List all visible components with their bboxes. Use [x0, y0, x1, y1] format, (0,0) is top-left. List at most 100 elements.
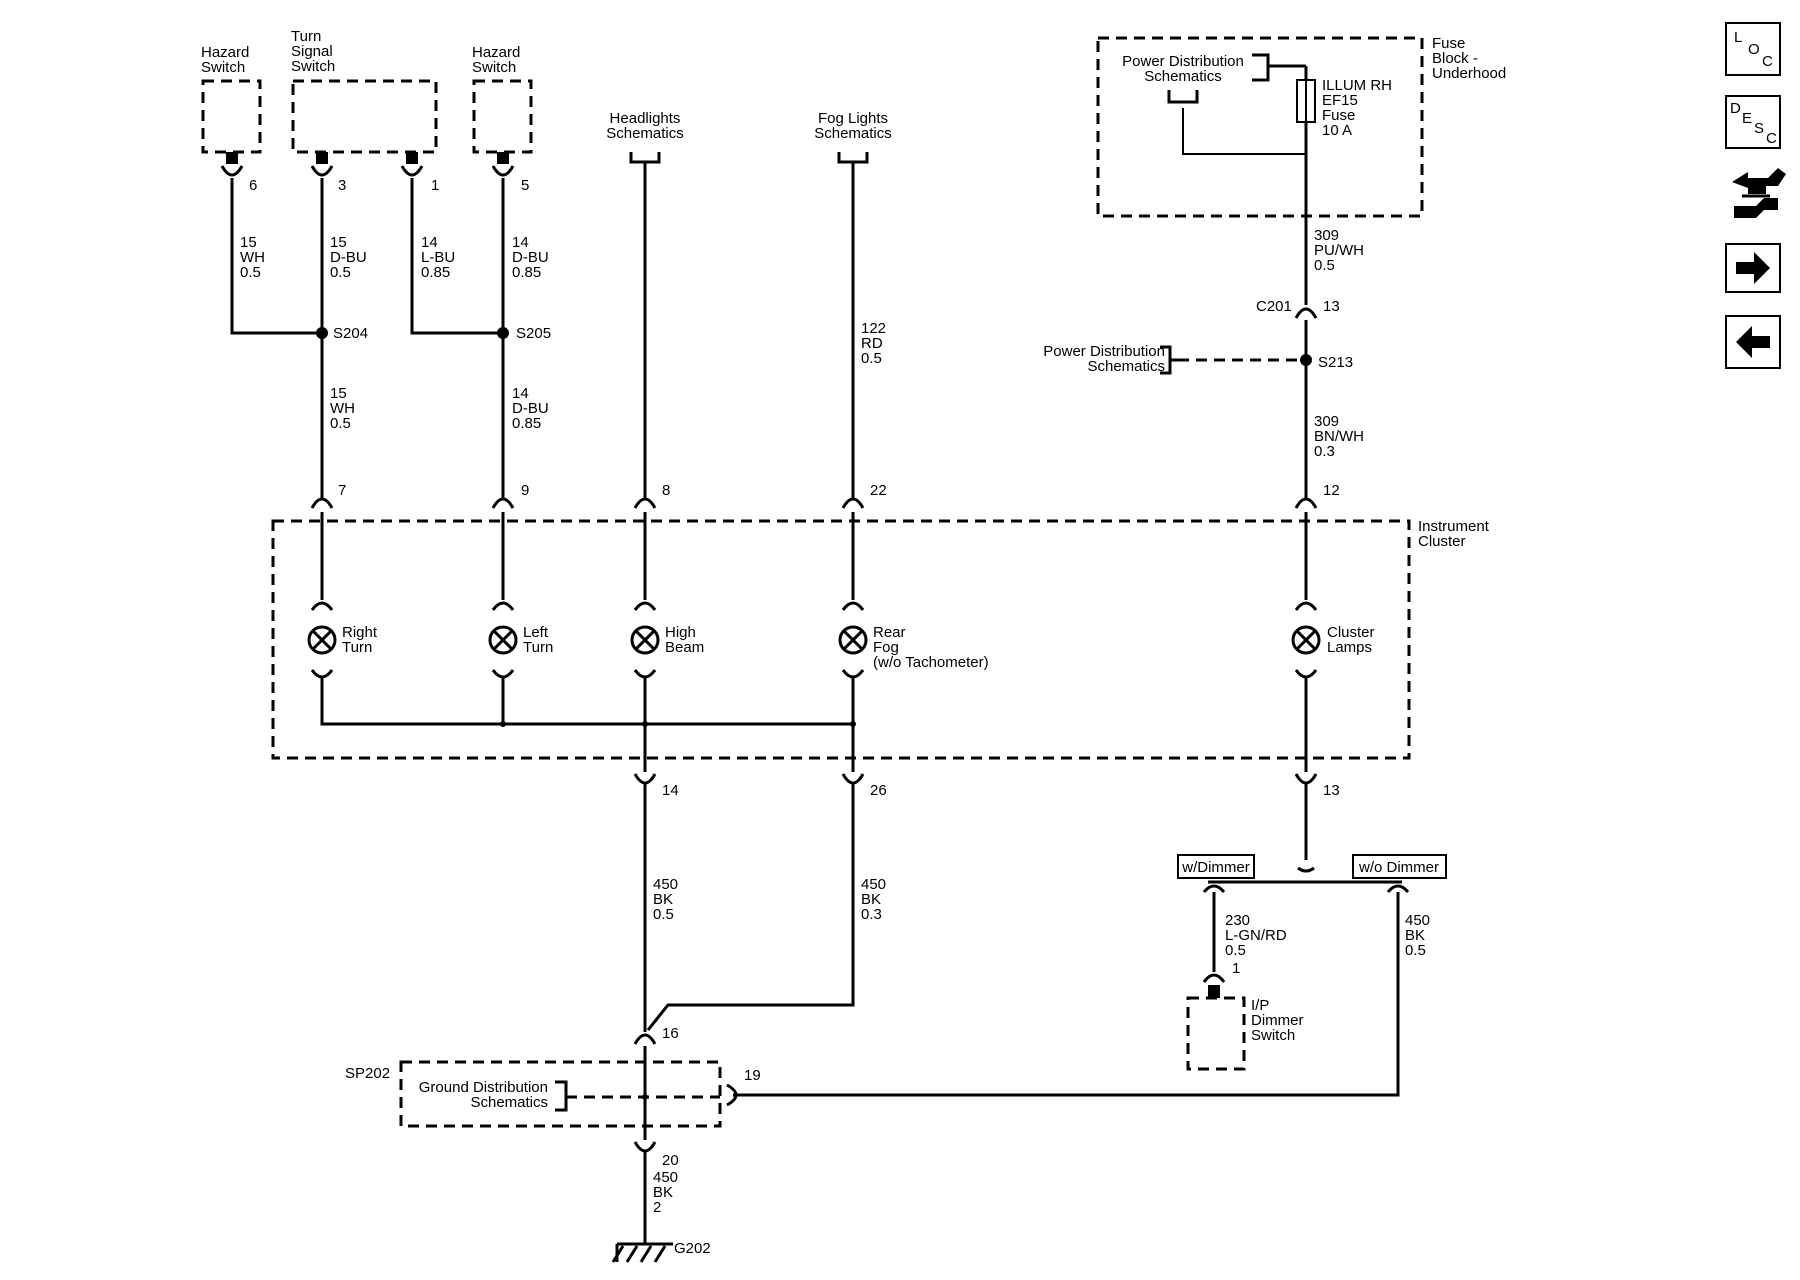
- label-line: Hazard: [201, 44, 249, 61]
- headlights-schematics-label[interactable]: Headlights Schematics: [606, 110, 684, 142]
- label-line: Switch: [1251, 1027, 1295, 1044]
- label-line: Underhood: [1432, 65, 1506, 82]
- schematic-bracket: [1167, 90, 1199, 104]
- label-line: Schematics: [814, 125, 892, 142]
- label-line: D-BU: [512, 249, 549, 266]
- hazard-switch-right-label: Hazard Switch: [472, 44, 520, 76]
- label-line: L-BU: [421, 249, 455, 266]
- wire-label: 15 WH 0.5: [240, 234, 265, 281]
- connector-pin: [633, 1033, 657, 1045]
- loc-letter: O: [1748, 41, 1760, 58]
- pin-number: 22: [870, 482, 887, 499]
- pin-number: 7: [338, 482, 346, 499]
- label-line: PU/WH: [1314, 242, 1364, 259]
- splice-s204-dot: [316, 327, 328, 339]
- desc-button[interactable]: D E S C: [1725, 95, 1781, 149]
- wires: [230, 66, 1402, 1244]
- wire-label: 15 WH 0.5: [330, 385, 355, 432]
- label-line: Schematics: [470, 1094, 548, 1111]
- label-line: 0.85: [512, 415, 541, 432]
- label-line: 0.5: [1314, 257, 1335, 274]
- ground-distribution-label[interactable]: Ground Distribution Schematics: [419, 1079, 548, 1111]
- label-line: 450: [653, 1169, 678, 1186]
- label-line: Beam: [665, 639, 704, 656]
- label-line: Power Distribution: [1122, 53, 1244, 70]
- power-distribution-top-label[interactable]: Power Distribution Schematics: [1122, 53, 1244, 85]
- label-line: 14: [512, 234, 529, 251]
- hazard-switch-right-box: [472, 79, 533, 154]
- pin-number: 20: [662, 1152, 679, 1169]
- label-line: 0.5: [653, 906, 674, 923]
- wire-segment: [733, 892, 1400, 1097]
- lamp-high-beam: [630, 601, 660, 679]
- label-line: 0.5: [240, 264, 261, 281]
- arrow-left-icon: [1736, 326, 1770, 358]
- icon-glyph: [1734, 198, 1778, 218]
- pin-number: 8: [662, 482, 670, 499]
- label-line: Switch: [472, 59, 516, 76]
- label-line: Dimmer: [1251, 1012, 1304, 1029]
- next-page-button[interactable]: [1725, 243, 1781, 293]
- label-line: Lamps: [1327, 639, 1372, 656]
- label-line: Turn: [523, 639, 553, 656]
- wire-label: 15 D-BU 0.5: [330, 234, 367, 281]
- label-line: BN/WH: [1314, 428, 1364, 445]
- splice-s205-label: S205: [516, 325, 551, 342]
- lamp-rear-fog-label: Rear Fog (w/o Tachometer): [873, 624, 989, 671]
- label-line: Fog Lights: [818, 110, 888, 127]
- connector-pin: [1294, 497, 1318, 509]
- connector-view-icon[interactable]: [1724, 162, 1786, 230]
- wire-label: 450 BK 0.5: [1405, 912, 1430, 959]
- hazard-switch-left-label: Hazard Switch: [201, 44, 249, 76]
- power-distribution-mid-label[interactable]: Power Distribution Schematics: [1043, 343, 1165, 375]
- lamp-rear-fog: [838, 601, 868, 679]
- connector-pin: [491, 152, 515, 177]
- label-line: Instrument: [1418, 518, 1490, 535]
- loc-letter: C: [1762, 53, 1773, 70]
- label-line: 2: [653, 1199, 661, 1216]
- connector-pin: [633, 1141, 657, 1153]
- previous-page-button[interactable]: [1725, 315, 1781, 369]
- lamp-high-beam-label: High Beam: [665, 624, 704, 656]
- label-line: 14: [512, 385, 529, 402]
- icon-glyph: [1732, 168, 1786, 194]
- label-line: 230: [1225, 912, 1250, 929]
- ground-distribution-box: [399, 1060, 722, 1128]
- connector-pin: [841, 773, 865, 785]
- loc-button-frame: [1725, 22, 1781, 76]
- pin-number: 1: [431, 177, 439, 194]
- fuse-block-box: [1096, 36, 1424, 218]
- label-line: 15: [240, 234, 257, 251]
- pin-number: 3: [338, 177, 346, 194]
- label-line: 0.85: [421, 264, 450, 281]
- label-line: Cluster: [1418, 533, 1466, 550]
- label-line: WH: [240, 249, 265, 266]
- label-line: 450: [1405, 912, 1430, 929]
- lamp-left-turn-label: Left Turn: [523, 624, 553, 656]
- label-line: 15: [330, 234, 347, 251]
- desc-letter: C: [1766, 130, 1777, 147]
- pin-number: 9: [521, 482, 529, 499]
- fog-lights-schematics-label[interactable]: Fog Lights Schematics: [814, 110, 892, 142]
- wire-segment: [410, 178, 503, 335]
- dimmer-switch-label: I/P Dimmer Switch: [1251, 997, 1304, 1044]
- pin-number: 6: [249, 177, 257, 194]
- fuse-block-label: Fuse Block - Underhood: [1432, 35, 1506, 82]
- loc-button[interactable]: L O C: [1725, 22, 1781, 76]
- label-line: 0.3: [861, 906, 882, 923]
- schematic-bracket: [1160, 345, 1178, 375]
- label-line: Turn: [291, 28, 321, 45]
- label-line: High: [665, 624, 696, 641]
- label-line: Switch: [291, 58, 335, 75]
- label-line: Signal: [291, 43, 333, 60]
- arrow-right-icon: [1736, 252, 1770, 284]
- label-line: Headlights: [610, 110, 681, 127]
- label-line: Schematics: [606, 125, 684, 142]
- desc-letter: S: [1754, 120, 1764, 137]
- wire-label: 450 BK 0.5: [653, 876, 678, 923]
- label-line: 0.5: [330, 264, 351, 281]
- connector-pin: [633, 497, 657, 509]
- connector-pin: [400, 152, 424, 177]
- pin-number: 19: [744, 1067, 761, 1084]
- label-line: 0.5: [330, 415, 351, 432]
